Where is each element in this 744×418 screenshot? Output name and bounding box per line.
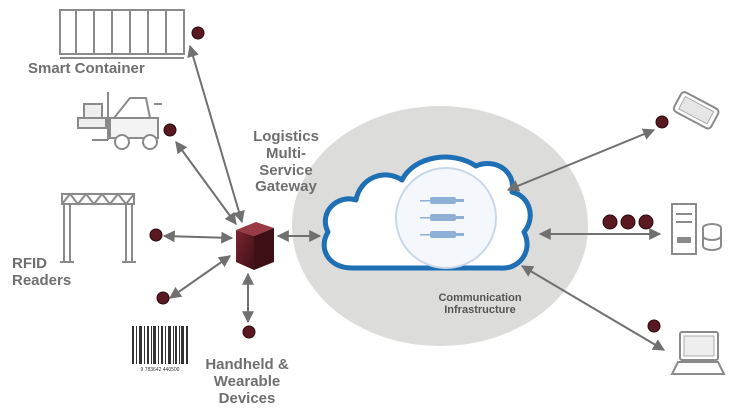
barcode-digits: 9 783642 440500 bbox=[141, 367, 180, 373]
arrow-forklift-gateway bbox=[175, 141, 237, 225]
node-dot-devices bbox=[242, 325, 256, 339]
smartphone-icon bbox=[672, 91, 720, 130]
node-dot-handheld bbox=[156, 291, 170, 305]
node-dot-server-3 bbox=[638, 214, 654, 230]
cloud-icon bbox=[321, 154, 533, 271]
label-handheld-line1: Handheld & bbox=[205, 356, 289, 373]
server-icon bbox=[671, 203, 722, 255]
plug-connectors-icon bbox=[420, 197, 464, 238]
node-dot-forklift bbox=[163, 123, 177, 137]
laptop-icon bbox=[670, 331, 726, 375]
label-gateway-line2: Multi- bbox=[266, 144, 306, 162]
smart-container-icon bbox=[59, 9, 185, 59]
label-handheld-devices: Handheld & Wearable Devices bbox=[186, 356, 308, 407]
node-dot-server-2 bbox=[620, 214, 636, 230]
node-dots bbox=[149, 26, 669, 339]
label-gateway: Logistics Multi- Service Gateway bbox=[238, 128, 334, 196]
label-handheld-line3: Devices bbox=[218, 389, 276, 407]
node-dot-phone bbox=[655, 115, 669, 129]
forklift-icon bbox=[77, 92, 162, 150]
connection-arrows bbox=[162, 44, 666, 351]
label-smart-container: Smart Container bbox=[28, 60, 145, 77]
label-comm-line1: Communication bbox=[438, 292, 522, 304]
arrow-rfid-gateway bbox=[162, 230, 234, 244]
node-dot-rfid bbox=[149, 228, 163, 242]
barcode-icon bbox=[132, 326, 188, 364]
label-gateway-line1: Logistics bbox=[253, 128, 319, 145]
rfid-gate-icon bbox=[60, 192, 136, 263]
arrow-cloud-phone bbox=[506, 128, 656, 192]
label-rfid-line1: RFID bbox=[12, 255, 47, 272]
arrow-cloud-laptop bbox=[520, 265, 666, 351]
label-rfid-line2: Readers bbox=[12, 271, 72, 289]
label-handheld-line2: Wearable bbox=[213, 372, 281, 390]
node-dot-container bbox=[191, 26, 205, 40]
gateway-box-icon bbox=[236, 222, 274, 270]
label-communication-infrastructure: Communication Infrastructure bbox=[420, 292, 540, 317]
node-dot-laptop bbox=[647, 319, 661, 333]
label-comm-line2: Infrastructure bbox=[444, 304, 516, 317]
node-dot-server-1 bbox=[602, 214, 618, 230]
label-gateway-line4: Gateway bbox=[255, 178, 317, 196]
label-rfid-readers: RFID Readers bbox=[12, 255, 72, 290]
arrow-handheld-gateway bbox=[169, 255, 231, 299]
label-gateway-line3: Service bbox=[259, 161, 313, 179]
